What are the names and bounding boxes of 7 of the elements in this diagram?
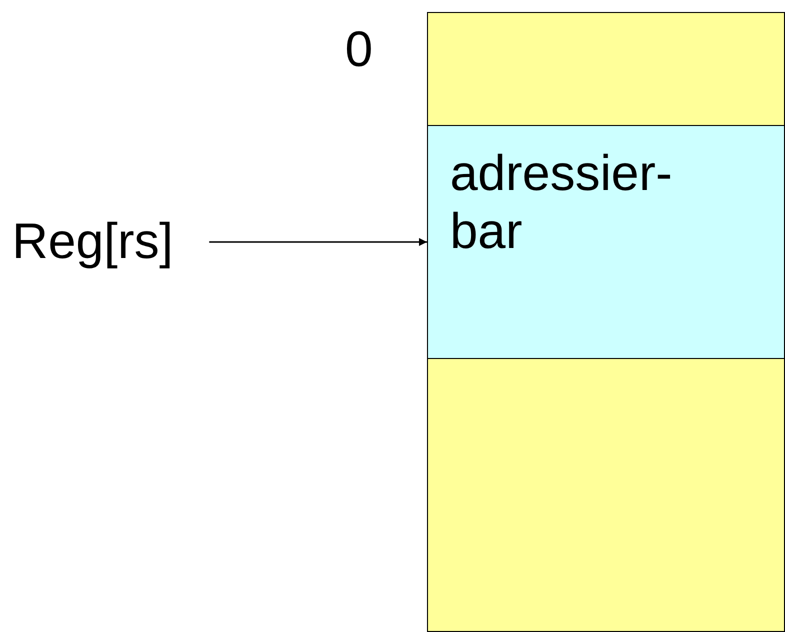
arrow bbox=[209, 238, 427, 246]
memory-band bbox=[427, 358, 785, 632]
region-label: adressier- bar bbox=[450, 144, 674, 260]
register-label: Reg[rs] bbox=[12, 212, 174, 270]
address-label: 0 bbox=[345, 20, 373, 78]
memory-band bbox=[427, 12, 785, 126]
memory-region bbox=[427, 125, 785, 359]
